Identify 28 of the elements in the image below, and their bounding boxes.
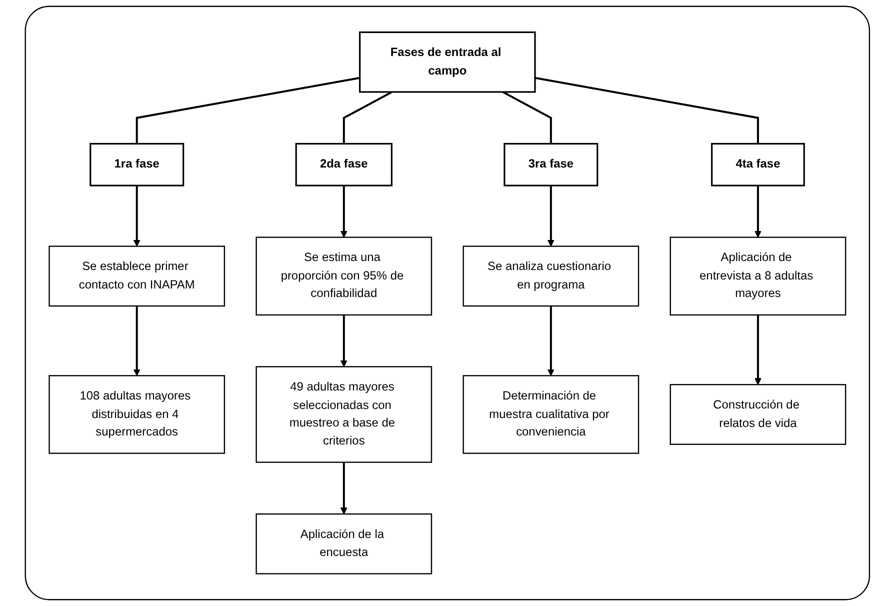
node-box: 3ra fase [503, 142, 598, 186]
arrow [340, 462, 347, 514]
node-box: Se estima una proporción con 95% de confiabilidad [255, 236, 432, 316]
node-box: 49 adultas mayores seleccionadas con muestreo a base de criterios [255, 366, 432, 463]
arrow [547, 306, 554, 376]
node-box: 4ta fase [710, 142, 804, 186]
node-box: Construcción de relatos de vida [669, 384, 846, 445]
connector [342, 91, 392, 144]
node-box: Se analiza cuestionario en programa [462, 246, 639, 307]
node-box: 108 adultas mayores distribuidas en 4 supermercados [48, 375, 225, 454]
connector [502, 91, 552, 144]
node-box: 2da fase [294, 142, 392, 186]
arrow [754, 186, 762, 238]
cluster [24, 6, 870, 600]
node-box: Fases de entrada al campo [358, 31, 536, 93]
node-box: Aplicación de la encuesta [255, 513, 432, 574]
arrow [547, 186, 554, 247]
node-box: Se establece primer contacto con INAPAM [48, 246, 225, 307]
node-box: 1ra fase [89, 142, 184, 186]
arrow [340, 186, 347, 238]
node-box: Determinación de muestra cualitativa por conveniencia [462, 375, 639, 454]
arrow [340, 314, 347, 368]
arrow [132, 186, 140, 247]
node-box: Aplicación de entrevista a 8 adultas mayores [669, 236, 846, 316]
connector [135, 76, 360, 144]
arrow [132, 306, 140, 376]
connector [534, 76, 759, 144]
arrow [754, 314, 762, 385]
